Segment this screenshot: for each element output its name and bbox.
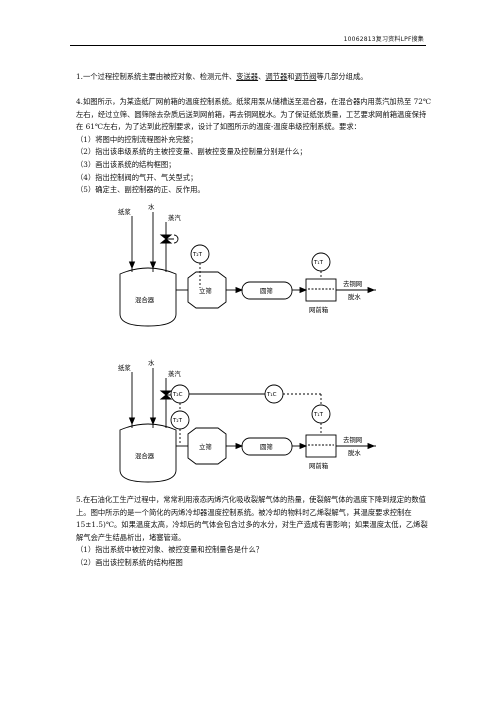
- figure-2-process-diagram: 纸浆 水 蒸汽 T₂C T₁C T₂T T₁T 混合器 立筛 圆筛 网前箱 去铜…: [118, 358, 376, 483]
- valve-actuator-icon: [166, 234, 179, 244]
- question-4-item: （3）画出该系统的结构框图；: [76, 159, 176, 169]
- question-1: 1.一个过程控制系统主要由被控对象、检测元件、变送器、调节器和调节阀等几部分组成…: [76, 71, 432, 84]
- vertical-screen: [187, 271, 227, 309]
- question-5: 5.在石油化工生产过程中，常常利用液态丙烯汽化吸收裂解气体的热量，使裂解气体的温…: [76, 494, 432, 570]
- label-rotary-screen: 圆筛: [260, 286, 273, 295]
- label-water: 水: [148, 202, 155, 211]
- question-1-text: 1.一个过程控制系统主要由被控对象、检测元件、变送器、调节器和调节阀等几部分组成…: [76, 72, 368, 81]
- question-4-item: （2）指出该串级系统的主被控变量、副被控变量及控制量分别是什么；: [76, 147, 307, 157]
- question-5-item: （2）画出该控制系统的结构框图: [76, 557, 183, 567]
- mixer-vessel: [119, 423, 177, 483]
- label-mixer: 混合器: [135, 451, 155, 460]
- term-control-valve: 调节阀: [294, 72, 317, 81]
- label-steam: 蒸汽: [168, 369, 181, 378]
- question-4: 4.如图所示，为某造纸厂网前箱的温度控制系统。纸浆用泵从储槽送至混合器，在混合器…: [76, 96, 432, 197]
- pulp-arrow: [128, 261, 136, 270]
- label-head-box: 网前箱: [309, 461, 329, 470]
- label-dewater: 脱水: [348, 448, 361, 457]
- label-vertical-screen: 立筛: [199, 442, 212, 451]
- question-4-item: （1）将图中的控制流程图补充完整；: [76, 134, 198, 144]
- head-box: [305, 278, 337, 302]
- head-box: [305, 434, 337, 458]
- page-header: 10062813复习资料LPF搜集: [343, 36, 424, 43]
- label-rotary-screen: 圆筛: [260, 442, 273, 451]
- label-mixer: 混合器: [135, 295, 155, 304]
- label-pulp: 纸浆: [118, 207, 131, 216]
- label-steam: 蒸汽: [168, 213, 181, 222]
- header-rule: [70, 45, 426, 46]
- label-dewater: 脱水: [348, 292, 361, 301]
- label-head-box: 网前箱: [309, 305, 329, 314]
- term-transmitter: 变送器: [236, 72, 259, 81]
- vertical-screen: [187, 427, 227, 465]
- question-5-intro: 5.在石油化工生产过程中，常常利用液态丙烯汽化吸收裂解气体的热量，使裂解气体的温…: [76, 495, 428, 542]
- question-4-intro: 4.如图所示，为某造纸厂网前箱的温度控制系统。纸浆用泵从储槽送至混合器，在混合器…: [76, 97, 432, 132]
- water-arrow: [149, 261, 157, 270]
- label-pulp: 纸浆: [118, 363, 131, 372]
- term-regulator: 调节器: [265, 72, 288, 81]
- label-outlet: 去铜网: [343, 435, 362, 444]
- label-t2c: T₂C: [172, 392, 183, 398]
- label-t2t: T₂T: [172, 418, 183, 424]
- label-t1c: T₁C: [266, 392, 277, 398]
- rotary-screen: [241, 281, 293, 300]
- label-outlet: 去铜网: [343, 279, 362, 288]
- label-water: 水: [148, 358, 155, 367]
- question-4-item: （5）确定主、副控制器的正、反作用。: [76, 185, 205, 195]
- question-4-item: （4）指出控制阀的气开、气关型式；: [76, 172, 198, 182]
- label-t1t: T₁T: [313, 260, 324, 266]
- figure-1-process-diagram: 纸浆 水 蒸汽 T₂T T₁T 混合器 立筛 圆筛 网前箱 去铜网 脱水: [118, 202, 376, 327]
- question-5-item: （1）指出系统中被控对象、被控变量和控制量各是什么？: [76, 545, 264, 555]
- label-t1t: T₁T: [313, 412, 324, 418]
- label-vertical-screen: 立筛: [199, 286, 212, 295]
- rotary-screen: [241, 437, 293, 456]
- mixer-vessel: [119, 267, 177, 327]
- label-t2t: T₂T: [192, 252, 203, 258]
